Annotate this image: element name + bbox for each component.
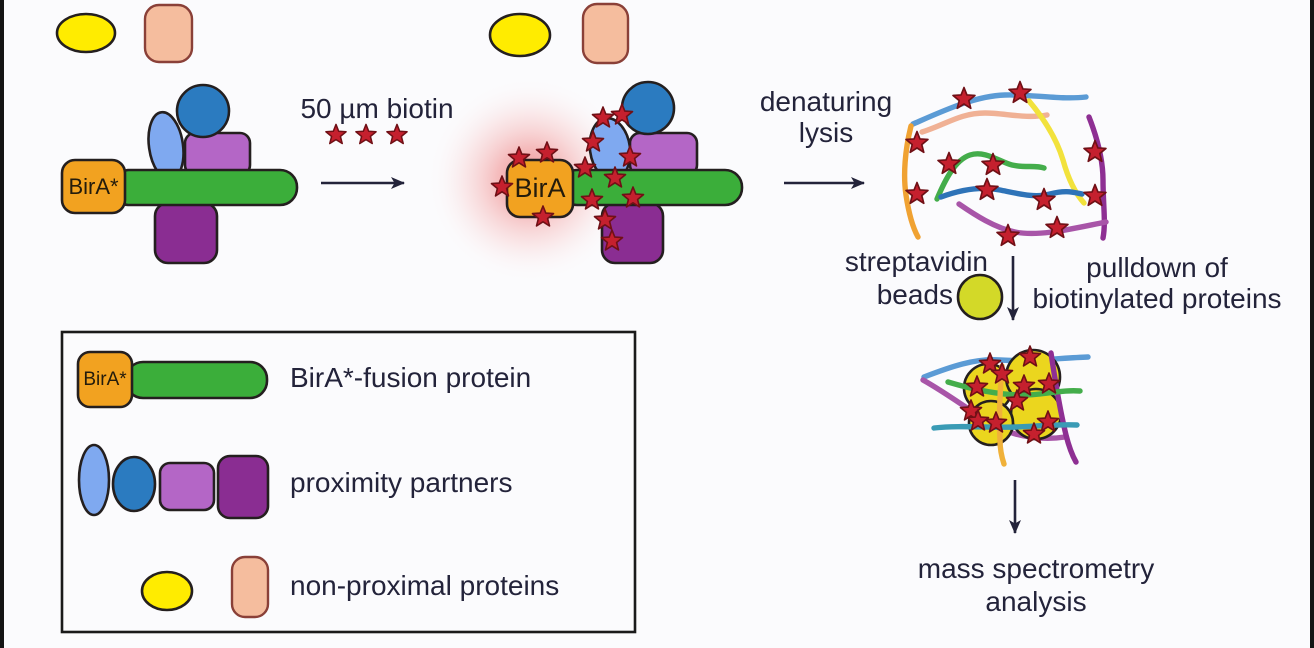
denatured-protein-strand bbox=[1086, 114, 1108, 241]
light-blue-partner-protein bbox=[77, 443, 111, 517]
pulldown-line1: pulldown of bbox=[1086, 252, 1228, 283]
pulldown-line2: biotinylated proteins bbox=[1032, 283, 1282, 314]
denaturing-lysis-line1: denaturing bbox=[759, 86, 893, 117]
denaturing-lysis-line2: lysis bbox=[798, 117, 854, 148]
denaturing-lysis-label: denaturing lysis bbox=[716, 86, 936, 148]
nonproximal-yellow-protein bbox=[140, 570, 194, 612]
dark-purple-partner-protein bbox=[153, 201, 219, 265]
legend-label-proximity-partners: proximity partners bbox=[290, 467, 513, 498]
denatured-proteins bbox=[901, 80, 1109, 247]
nonproximal-salmon-protein bbox=[230, 555, 270, 619]
nonproximal-salmon-protein bbox=[581, 2, 630, 65]
biotinylated-complex bbox=[426, 2, 744, 284]
bira-tag-label: BirA* bbox=[68, 173, 119, 199]
biotin-star-icon bbox=[386, 123, 408, 145]
biotin-star-icon bbox=[975, 177, 999, 201]
nonproximal-yellow-protein bbox=[488, 12, 552, 58]
bira-tag-box bbox=[60, 158, 127, 215]
mass-spec-label: mass spectrometry analysis bbox=[902, 552, 1170, 618]
denatured-protein-strand bbox=[919, 110, 1050, 135]
dark-purple-partner-protein bbox=[216, 454, 270, 520]
right-edge-strip bbox=[1310, 0, 1314, 648]
streptavidin-bead bbox=[956, 273, 1004, 321]
bead-protein-cluster bbox=[920, 345, 1091, 467]
legend-border bbox=[60, 330, 637, 634]
legend-label-bira-fusion: BirA*-fusion protein bbox=[290, 362, 532, 393]
legend-label-nonproximal: non-proximal proteins bbox=[290, 570, 560, 601]
captured-protein-strand bbox=[1048, 350, 1079, 465]
captured-protein-strand bbox=[931, 422, 1080, 431]
denatured-protein-strand bbox=[901, 123, 921, 240]
biotin-star-icon bbox=[355, 123, 377, 145]
denatured-protein-strand bbox=[956, 201, 1109, 237]
legend bbox=[60, 330, 637, 634]
bira-fusion-complex bbox=[55, 3, 299, 265]
bira-tag-box bbox=[76, 350, 134, 409]
mass-spec-line2: analysis bbox=[985, 586, 1087, 617]
pulldown-label: pulldown of biotinylated proteins bbox=[1022, 252, 1292, 314]
fusion-protein-bar bbox=[110, 168, 299, 207]
bira-activated-tag-label: BirA bbox=[514, 173, 566, 203]
blue-partner-protein bbox=[175, 83, 231, 139]
blue-partner-protein bbox=[111, 455, 157, 513]
biotin-star-icon bbox=[325, 123, 347, 145]
streptavidin-label-line1: streptavidin bbox=[844, 246, 988, 277]
denatured-protein-strand bbox=[910, 92, 1089, 127]
mass-spec-line1: mass spectrometry bbox=[917, 553, 1155, 584]
nonproximal-salmon-protein bbox=[143, 3, 194, 64]
biotin-concentration-label: 50 µm biotin bbox=[300, 93, 454, 124]
legend-bira-tag-label: BirA* bbox=[83, 368, 127, 390]
nonproximal-yellow-protein bbox=[55, 12, 117, 54]
streptavidin-label-line2: beads bbox=[876, 279, 953, 310]
captured-protein-strand bbox=[996, 363, 1007, 467]
biotin-treatment-step bbox=[321, 123, 408, 189]
left-edge-strip bbox=[0, 0, 4, 648]
fusion-protein-bar bbox=[124, 360, 269, 400]
denatured-protein-strand bbox=[938, 185, 1085, 200]
blue-partner-protein bbox=[620, 80, 676, 136]
purple-partner-protein bbox=[158, 461, 216, 512]
